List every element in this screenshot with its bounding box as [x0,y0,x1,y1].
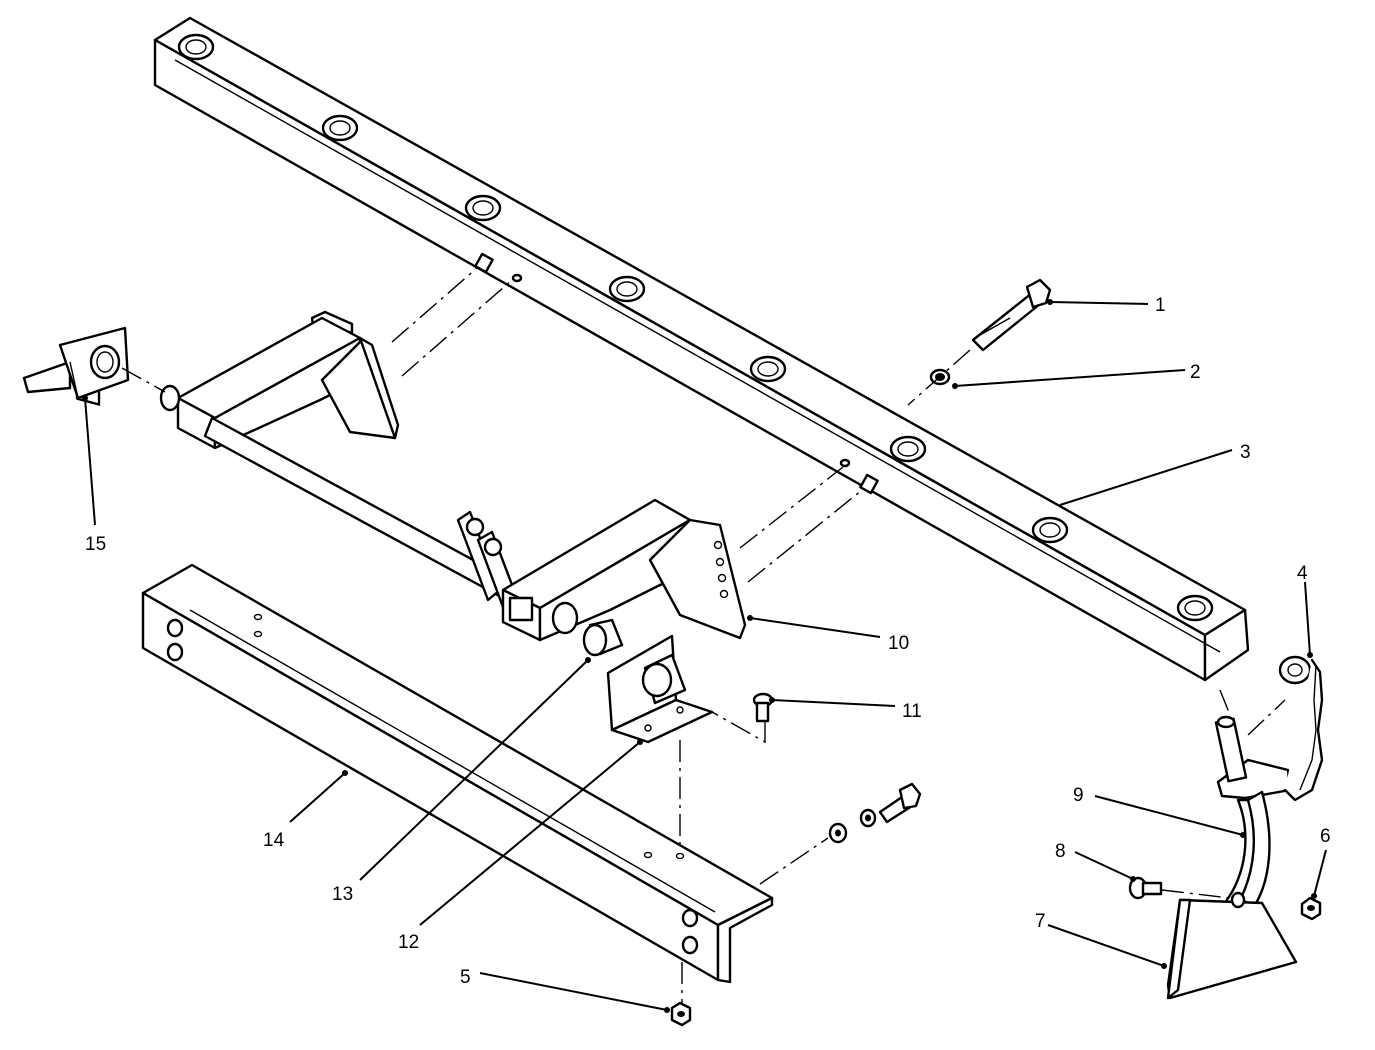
callout-7-label: 7 [1035,911,1046,932]
tool-bar [153,16,1250,682]
callout-14-label: 14 [263,830,285,851]
callout-11: 11 [769,697,922,722]
callout-4-label: 4 [1297,563,1308,584]
callout-11-label: 11 [902,701,922,722]
callout-4: 4 [1297,563,1313,658]
callout-3-label: 3 [1240,442,1251,463]
callout-5-label: 5 [460,967,471,988]
callout-6-label: 6 [1320,826,1331,847]
callout-1-label: 1 [1155,295,1166,316]
callout-10-label: 10 [888,633,909,654]
callout-10: 10 [747,615,909,654]
nut-6 [1300,896,1322,921]
callout-14: 14 [263,770,348,851]
callout-9-label: 9 [1073,785,1084,806]
callout-2-label: 2 [1190,362,1201,383]
callout-7: 7 [1035,911,1167,969]
end-bearing-bracket [22,326,130,400]
angle-frame [141,563,774,984]
hardware-bolt [878,782,922,824]
shaft [203,416,512,600]
bushing [582,618,624,657]
sweep [1166,891,1298,1000]
callout-9: 9 [1073,785,1246,838]
callout-15: 15 [82,395,106,555]
plow-bolt [1128,876,1163,900]
mounting-bracket [456,498,747,642]
hardware-washer [828,822,848,844]
carriage-bolt [752,692,774,723]
callout-13-label: 13 [332,884,353,905]
callout-12: 12 [398,739,643,953]
callout-2: 2 [952,362,1201,389]
callout-3: 3 [1059,442,1251,506]
callout-6: 6 [1311,826,1331,899]
callout-15-label: 15 [85,534,106,555]
callout-5: 5 [460,967,670,1013]
left-arm [75,310,400,450]
bearing-bracket [606,634,714,744]
callout-8-label: 8 [1055,841,1066,862]
shank [1206,715,1292,937]
hardware-lock-washer [859,808,877,828]
callout-1: 1 [1047,295,1166,316]
callout-12-label: 12 [398,932,419,953]
tool-bar-holes [177,33,1214,622]
nut-5 [670,1001,692,1027]
callout-13: 13 [332,657,591,905]
lynch-pin [1278,655,1324,802]
bolt [971,278,1052,352]
callout-8: 8 [1055,841,1136,882]
